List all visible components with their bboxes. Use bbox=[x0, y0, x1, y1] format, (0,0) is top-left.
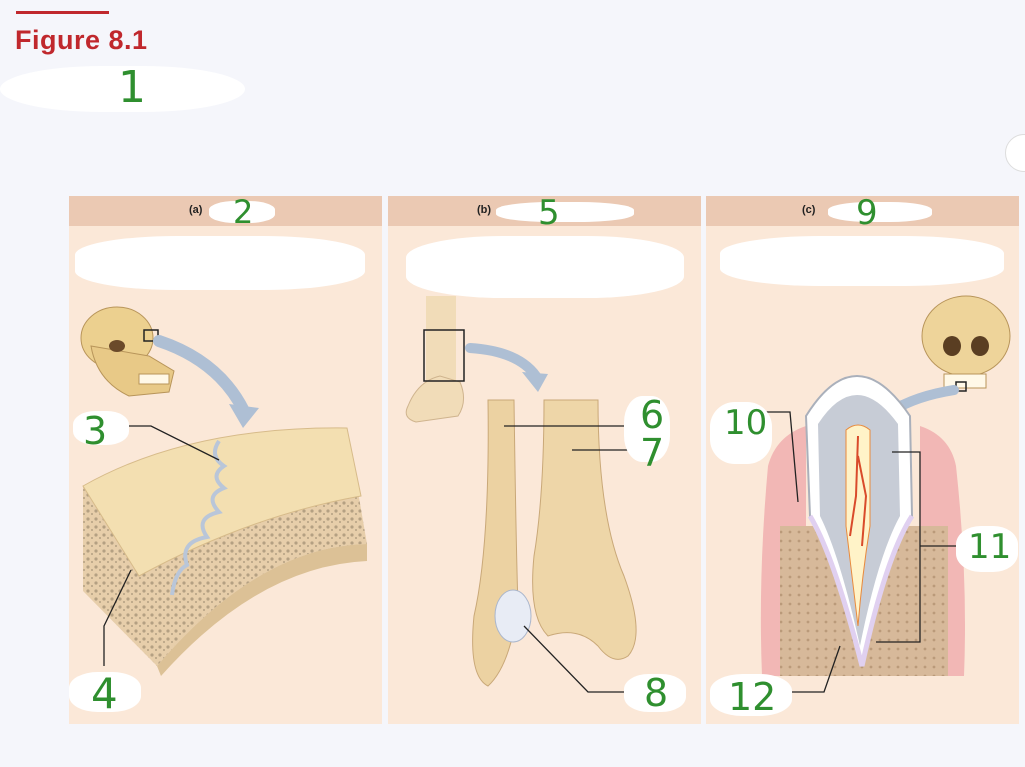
tibiofibular-ligament bbox=[494, 589, 532, 643]
label-8: 8 bbox=[644, 671, 669, 715]
pulp bbox=[845, 424, 871, 627]
label-3-blob bbox=[73, 411, 129, 445]
panel-a-caption-blob bbox=[75, 236, 365, 290]
label-12-blob bbox=[710, 674, 792, 716]
panel-b-caption-blob bbox=[406, 236, 684, 298]
leader-line-10 bbox=[764, 411, 799, 503]
label-11-blob bbox=[956, 526, 1018, 572]
label-4-blob bbox=[69, 672, 141, 712]
leader-line-3 bbox=[124, 425, 220, 461]
panel-b-number: 5 bbox=[538, 196, 560, 233]
skull-icon bbox=[80, 306, 175, 397]
panel-a-letter: (a) bbox=[189, 204, 203, 216]
label-4: 4 bbox=[91, 669, 118, 718]
label-7: 7 bbox=[640, 431, 665, 475]
zoom-arrow-icon bbox=[153, 335, 250, 417]
panel-b-letter: (b) bbox=[477, 204, 492, 216]
zoom-arrow-icon bbox=[465, 343, 541, 381]
panel-c-letter: (c) bbox=[802, 204, 816, 216]
leader-line-8 bbox=[523, 625, 628, 693]
figure-number: 1 bbox=[118, 62, 146, 113]
label-10: 10 bbox=[724, 403, 768, 443]
flat-bone-section bbox=[82, 427, 367, 676]
panel-c-header-blob bbox=[828, 202, 932, 222]
sutural-joint-illustration bbox=[80, 306, 367, 676]
gomphosis-illustration bbox=[760, 295, 1011, 693]
panel-c-caption-blob bbox=[720, 236, 1004, 286]
redaction-blob-title bbox=[0, 66, 245, 112]
leader-line-4 bbox=[103, 569, 132, 666]
title-rule bbox=[16, 11, 109, 14]
periodontal-ligament bbox=[807, 514, 915, 667]
skull-icon bbox=[921, 295, 1011, 392]
side-handle[interactable] bbox=[1005, 134, 1025, 172]
label-10-blob bbox=[710, 402, 772, 464]
label-8-blob bbox=[624, 674, 686, 712]
leader-line-12 bbox=[786, 645, 841, 693]
foot-icon bbox=[405, 296, 465, 423]
figure-title: Figure 8.1 bbox=[15, 25, 148, 55]
panel-c: (c) bbox=[706, 196, 1019, 724]
suture-line bbox=[170, 439, 228, 596]
label-6: 6 bbox=[640, 393, 665, 437]
panel-b-header-blob bbox=[496, 202, 634, 222]
panel-a-header-blob bbox=[209, 201, 275, 223]
panel-c-number: 9 bbox=[856, 196, 878, 233]
label-6-blob bbox=[624, 396, 670, 462]
fibrous-joint-illustration bbox=[405, 296, 637, 693]
label-12: 12 bbox=[728, 675, 777, 719]
leader-line-11 bbox=[876, 451, 921, 643]
label-3: 3 bbox=[83, 409, 108, 453]
panel-a-number: 2 bbox=[233, 196, 254, 231]
label-11: 11 bbox=[968, 527, 1012, 567]
tibia bbox=[532, 399, 637, 660]
fibula bbox=[472, 399, 519, 687]
panel-a: (a) 3 bbox=[69, 196, 382, 724]
panel-b: (b) 6 7 8 5 bbox=[388, 196, 701, 724]
